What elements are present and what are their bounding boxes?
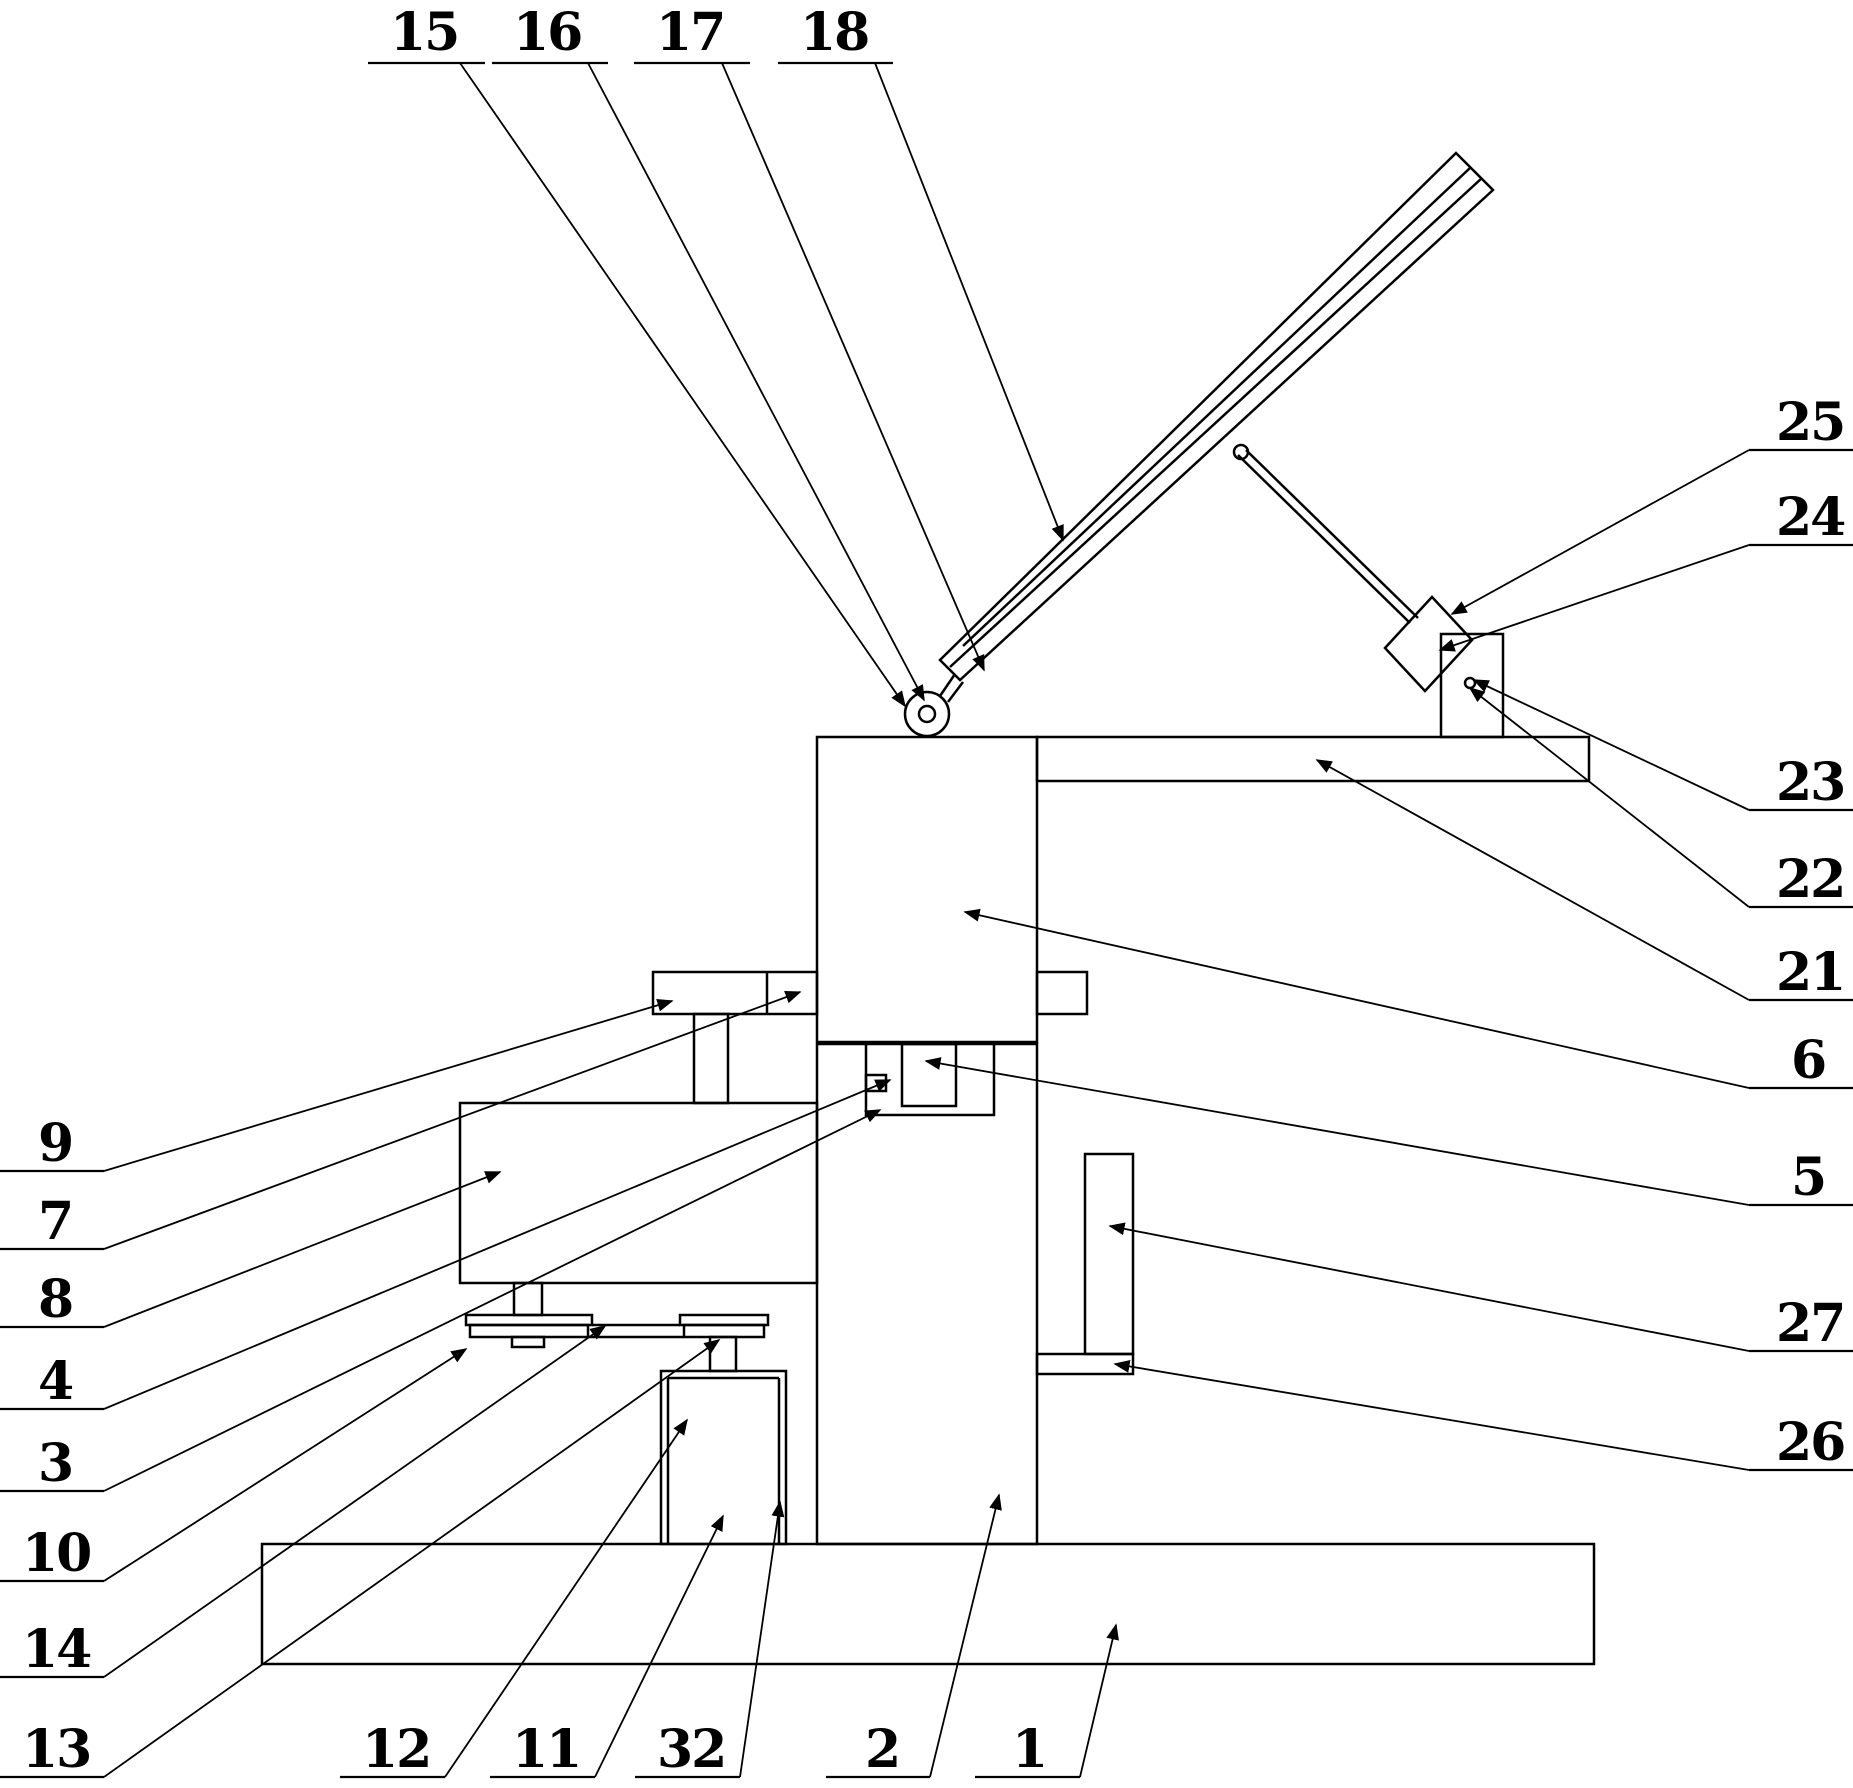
label-1: 1 [1012, 1719, 1046, 1780]
support-block-right [1439, 632, 1505, 739]
label-12: 12 [362, 1719, 430, 1780]
leader-lines [103, 62, 1750, 1778]
label-2: 2 [865, 1719, 899, 1780]
vertical-column [815, 1042, 1039, 1546]
tilted-panel [938, 151, 1495, 682]
label-23: 23 [1776, 752, 1844, 813]
label-13: 13 [22, 1719, 90, 1780]
label-9: 9 [38, 1113, 72, 1174]
label-4: 4 [38, 1351, 73, 1412]
label-21: 21 [1776, 942, 1844, 1003]
tie-rod [1232, 443, 1419, 624]
support-post [692, 1012, 730, 1105]
top-plate-right [1035, 970, 1089, 1016]
label-15: 15 [390, 2, 458, 63]
label-22: 22 [1776, 849, 1844, 910]
lower-motor [659, 1369, 788, 1546]
label-25: 25 [1776, 392, 1844, 453]
label-24: 24 [1776, 487, 1845, 548]
label-11: 11 [512, 1719, 580, 1780]
upper-housing [815, 735, 1039, 1044]
label-underlines [0, 61, 1853, 1779]
label-14: 14 [22, 1619, 91, 1680]
label-17: 17 [656, 2, 724, 63]
label-32: 32 [657, 1719, 725, 1780]
label-8: 8 [38, 1269, 72, 1330]
label-27: 27 [1776, 1293, 1844, 1354]
slider-channel [864, 1042, 996, 1117]
top-plate-left [651, 970, 819, 1016]
label-3: 3 [38, 1433, 72, 1494]
pulley-system [464, 1281, 770, 1373]
label-5: 5 [1791, 1147, 1825, 1208]
label-10: 10 [22, 1523, 90, 1584]
horizontal-arm [1035, 735, 1591, 783]
label-6: 6 [1791, 1030, 1825, 1091]
base-plate [260, 1542, 1596, 1666]
side-bracket [1035, 1152, 1135, 1376]
label-16: 16 [513, 2, 581, 63]
label-26: 26 [1776, 1412, 1844, 1473]
motor-box [458, 1101, 819, 1285]
label-18: 18 [800, 2, 868, 63]
part-labels: 15 16 17 18 25 24 23 22 21 6 5 27 26 9 7… [22, 2, 1847, 1780]
hinge-pivot [903, 673, 964, 738]
label-7: 7 [38, 1191, 72, 1252]
